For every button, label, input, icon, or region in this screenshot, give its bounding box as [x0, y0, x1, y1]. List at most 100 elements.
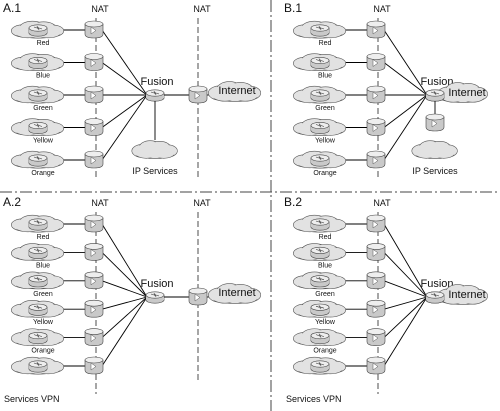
nat-firewall-red — [84, 214, 104, 233]
second-nat-label: NAT — [193, 4, 211, 14]
nat-firewall-red — [84, 20, 104, 39]
router-green — [28, 89, 48, 102]
fusion-label: Fusion — [420, 76, 453, 88]
ip-services-cloud — [131, 140, 178, 159]
router-red — [310, 24, 330, 37]
vrf-label-red: Red — [319, 234, 332, 241]
router-yellow — [28, 303, 48, 316]
nat-firewall-blue — [84, 243, 104, 261]
nat-firewall-blue — [366, 243, 386, 261]
fusion-label: Fusion — [420, 278, 453, 290]
vrf-label-green: Green — [33, 291, 53, 298]
panel-title-b1: B.1 — [284, 1, 302, 15]
nat-firewall-green — [366, 271, 386, 290]
panel-title-a2: A.2 — [3, 195, 21, 209]
vrf-label-orange: Orange — [31, 348, 54, 355]
router-blue — [28, 56, 48, 69]
ip-services-label: IP Services — [412, 166, 458, 176]
vrf-label-orange: Orange — [313, 170, 336, 177]
services-vpn-label: Services VPN — [286, 394, 342, 404]
nat-firewall-internet — [188, 287, 208, 306]
link-orange-to-fusion — [383, 94, 428, 161]
link-green-to-fusion — [383, 280, 428, 298]
nat-firewall-blue — [84, 53, 104, 71]
link-red-to-fusion — [383, 223, 428, 298]
nat-firewall-red — [366, 20, 386, 39]
ip-services-label: IP Services — [132, 166, 178, 176]
panel-b1: NATRedBlueGreenYellowOrangeFusionInterne… — [293, 4, 488, 178]
router-blue — [310, 56, 330, 69]
link-blue-to-fusion — [383, 62, 428, 96]
panel-title-b2: B.2 — [284, 195, 302, 209]
link-orange-to-fusion — [383, 296, 428, 338]
nat-firewall-services-vpn — [366, 356, 386, 375]
nat-firewall-internet — [188, 85, 208, 104]
vrf-label-yellow: Yellow — [33, 138, 54, 145]
link-yellow-to-fusion — [101, 296, 148, 310]
router-red — [28, 218, 48, 231]
link-blue-to-fusion — [383, 252, 428, 298]
vrf-label-orange: Orange — [31, 170, 54, 177]
nat-firewall-orange — [84, 150, 104, 169]
router-orange — [310, 332, 330, 345]
ip-services-cloud — [411, 140, 458, 159]
panel-title-a1: A.1 — [3, 1, 21, 15]
link-services-vpn-to-fusion — [383, 296, 428, 367]
internet-label: Internet — [448, 289, 485, 301]
link-orange-to-fusion — [101, 94, 148, 161]
nat-label: NAT — [91, 198, 109, 208]
nat-firewall-yellow — [84, 118, 104, 136]
nat-firewall-blue — [366, 53, 386, 71]
second-nat-label: NAT — [193, 198, 211, 208]
router-green — [28, 275, 48, 288]
router-orange — [28, 154, 48, 167]
fusion-router — [145, 89, 165, 102]
panel-a2: NATRedBlueGreenYellowOrangeFusionNATInte… — [4, 198, 262, 404]
nat-firewall-services — [425, 113, 445, 132]
router-yellow — [310, 303, 330, 316]
vrf-label-blue: Blue — [318, 262, 332, 269]
vrf-label-blue: Blue — [36, 73, 50, 80]
fusion-router — [145, 291, 165, 304]
internet-cloud — [437, 284, 488, 305]
nat-firewall-yellow — [84, 299, 104, 318]
fusion-router-front — [425, 291, 445, 304]
vrf-label-yellow: Yellow — [315, 319, 336, 326]
router-yellow — [28, 122, 48, 135]
nat-firewall-green — [366, 85, 386, 104]
panel-a1: NATRedBlueGreenYellowOrangeFusionNATInte… — [11, 4, 262, 178]
vrf-label-red: Red — [319, 40, 332, 47]
nat-firewall-orange — [366, 150, 386, 169]
router-services-vpn — [310, 360, 330, 373]
link-red-to-fusion — [383, 29, 428, 96]
link-red-to-fusion — [101, 223, 148, 298]
vrf-label-green: Green — [33, 105, 53, 112]
nat-firewall-orange — [84, 328, 104, 346]
router-orange — [310, 154, 330, 167]
fusion-label: Fusion — [140, 76, 173, 88]
nat-firewall-yellow — [366, 299, 386, 318]
router-orange — [28, 332, 48, 345]
router-services-vpn — [28, 360, 48, 373]
nat-firewall-green — [84, 85, 104, 104]
vrf-label-yellow: Yellow — [33, 319, 54, 326]
nat-label: NAT — [373, 198, 391, 208]
router-blue — [28, 246, 48, 259]
nat-firewall-red — [366, 214, 386, 233]
vrf-label-yellow: Yellow — [315, 138, 336, 145]
vrf-label-blue: Blue — [318, 73, 332, 80]
router-yellow — [310, 122, 330, 135]
link-services-vpn-to-fusion — [101, 296, 148, 367]
vrf-label-red: Red — [37, 40, 50, 47]
link-blue-to-fusion — [101, 62, 148, 96]
router-red — [28, 24, 48, 37]
internet-label: Internet — [448, 87, 485, 99]
internet-cloud — [208, 283, 262, 304]
nat-firewall-green — [84, 271, 104, 290]
services-vpn-label: Services VPN — [4, 394, 60, 404]
internet-cloud — [208, 81, 262, 102]
vrf-label-red: Red — [37, 234, 50, 241]
internet-label: Internet — [218, 287, 255, 299]
